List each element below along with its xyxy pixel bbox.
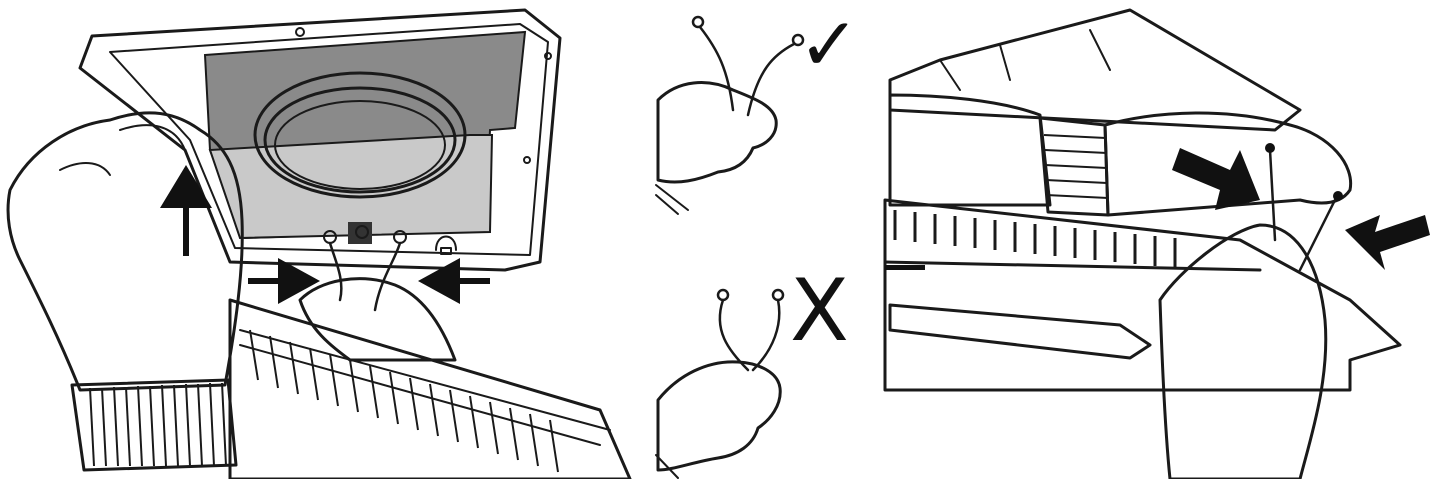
wire — [720, 300, 748, 370]
arrow-up-icon — [160, 165, 212, 256]
wire — [700, 27, 733, 110]
slot — [885, 265, 925, 270]
correct-bend-example — [656, 17, 803, 214]
hand — [658, 83, 776, 182]
arrow-right-icon — [1172, 148, 1260, 210]
wire-terminal — [1333, 191, 1343, 201]
illustration-step-reattach — [880, 0, 1430, 479]
grille-edge — [885, 262, 1260, 270]
wire-terminal — [718, 290, 728, 300]
lower-hand — [1160, 225, 1326, 479]
knuckle-line — [120, 125, 185, 150]
wire-terminal — [693, 17, 703, 27]
screw-hole — [545, 53, 551, 59]
screw-hole — [524, 157, 530, 163]
grille — [230, 300, 630, 479]
wire-terminal — [773, 290, 783, 300]
cross-icon: X — [790, 268, 849, 354]
screw-hole — [296, 28, 304, 36]
arrow-left-icon — [418, 258, 490, 304]
sleeve-edge — [656, 185, 688, 214]
grille-body — [885, 200, 1400, 390]
illustration-step-wire-bending: ✓ X — [648, 0, 870, 479]
check-icon: ✓ — [798, 8, 860, 82]
wire — [375, 243, 400, 310]
wire — [330, 243, 341, 300]
grille-slats — [895, 210, 1175, 268]
grille-vent — [890, 305, 1150, 358]
glove-cuff — [72, 380, 236, 470]
wire — [753, 300, 779, 370]
illustration-step-detach — [0, 0, 640, 479]
reattach-drawing — [880, 0, 1430, 479]
knuckle-line — [60, 163, 110, 175]
wire-terminal — [1265, 143, 1275, 153]
ceiling-plate — [890, 10, 1300, 130]
hand — [658, 362, 780, 470]
arrow-left-icon — [1345, 215, 1430, 270]
left-hand — [8, 113, 242, 390]
wire — [1270, 150, 1335, 270]
wire — [748, 44, 794, 115]
incorrect-bend-example — [656, 290, 783, 478]
ground-symbol-icon — [436, 237, 456, 255]
detach-panel-drawing — [0, 0, 640, 479]
right-hand — [300, 279, 455, 360]
